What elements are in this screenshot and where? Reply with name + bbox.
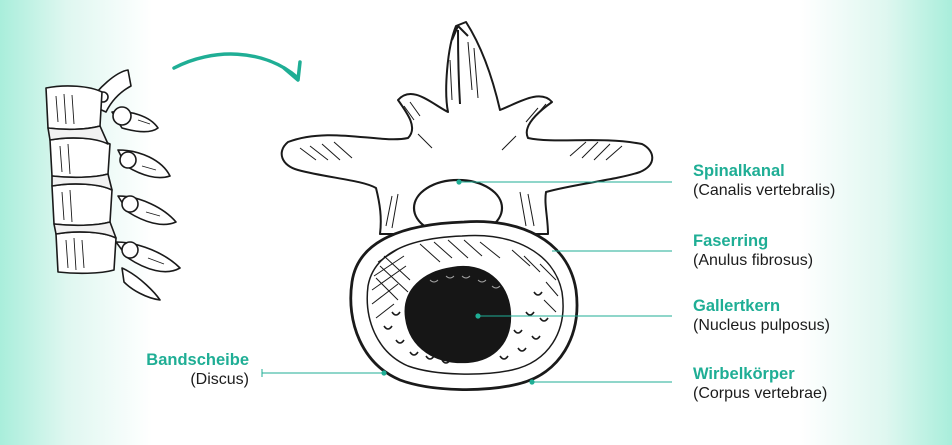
curved-arrow-icon	[172, 52, 302, 82]
label-bandscheibe: Bandscheibe (Discus)	[146, 350, 249, 390]
label-latin: (Nucleus pulposus)	[693, 317, 830, 334]
nucleus-pulposus	[404, 265, 512, 364]
label-term: Bandscheibe	[146, 351, 249, 369]
label-term: Faserring	[693, 232, 769, 250]
label-wirbelkoerper: Wirbelkörper (Corpus vertebrae)	[693, 364, 827, 404]
label-faserring: Faserring (Anulus fibrosus)	[693, 231, 813, 271]
label-term: Wirbelkörper	[693, 365, 795, 383]
leader-dots	[381, 179, 535, 385]
label-latin: (Corpus vertebrae)	[693, 385, 828, 402]
spine-side-view-illustration	[45, 69, 181, 301]
label-term: Gallertkern	[693, 297, 781, 315]
label-latin: (Anulus fibrosus)	[693, 252, 814, 269]
leader-lines	[261, 181, 672, 383]
label-spinalkanal: Spinalkanal (Canalis vertebralis)	[693, 161, 835, 201]
label-term: Spinalkanal	[693, 162, 785, 180]
label-latin: (Discus)	[190, 371, 249, 388]
vertebra-top-view-illustration	[280, 21, 654, 391]
label-latin: (Canalis vertebralis)	[693, 182, 836, 199]
label-gallertkern: Gallertkern (Nucleus pulposus)	[693, 296, 830, 336]
